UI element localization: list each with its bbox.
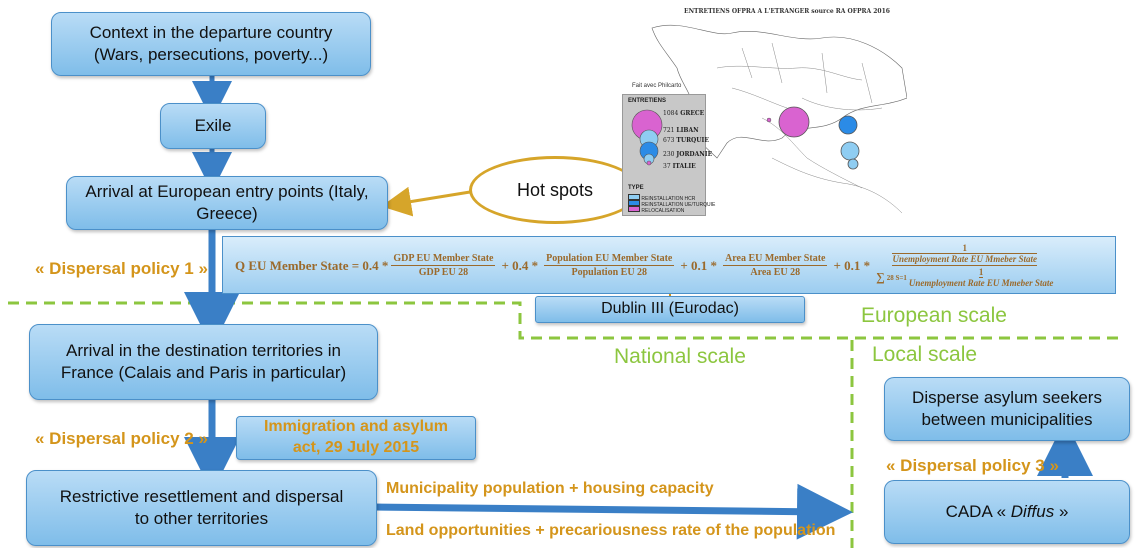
legend-type-3: RELOCALISATION (628, 206, 684, 214)
dublin-text: Dublin III (Eurodac) (601, 300, 739, 318)
legend-title: ENTRETIENS (628, 98, 667, 104)
dispersal-policy-1: « Dispersal policy 1 » (35, 259, 208, 278)
legend-circles (631, 109, 663, 166)
context-text: Context in the departure country (Wars, … (89, 22, 333, 64)
disperse-box: Disperse asylum seekers between municipa… (884, 377, 1130, 441)
local-scale-label: Local scale (872, 343, 978, 366)
legend-item-5: 37 ITALIE (663, 163, 696, 170)
arrow-hotspots (381, 186, 471, 217)
dashed-line-eu-left (8, 301, 1120, 340)
ofpra-map: ENTRETIENS OFPRA A L'ETRANGER source RA … (622, 8, 907, 218)
arrival-eu-box: Arrival at European entry points (Italy,… (66, 176, 388, 230)
disperse-text: Disperse asylum seekers between municipa… (912, 387, 1102, 429)
national-scale-label: National scale (614, 345, 746, 368)
formula-op2: + 0.1 * (680, 257, 718, 273)
dispersal-policy-3: « Dispersal policy 3 » (886, 456, 1059, 475)
context-box: Context in the departure country (Wars, … (51, 12, 371, 76)
map-title: ENTRETIENS OFPRA A L'ETRANGER source RA … (684, 8, 890, 15)
map-legend: ENTRETIENS 1084 GRECE 721 LIBAN 673 TURQ… (622, 94, 715, 216)
legend-type-title: TYPE (628, 185, 644, 191)
legend-item-1: 1084 GRECE (663, 110, 705, 117)
arrival-eu-text: Arrival at European entry points (Italy,… (85, 181, 369, 223)
formula-op3: + 0.1 * (833, 257, 871, 273)
cada-box: CADA « Diffus » (884, 480, 1130, 544)
map-circle-grece (778, 106, 810, 138)
legend-item-2: 721 LIBAN (663, 127, 699, 134)
map-graphic (651, 24, 907, 214)
arrival-destination-box: Arrival in the destination territories i… (29, 324, 378, 400)
legend-type-2: REINSTALLATION UE/TURQUIE (628, 200, 715, 208)
exile-box: Exile (160, 103, 266, 149)
dublin-box: Dublin III (Eurodac) (535, 296, 805, 323)
immigration-act-text: Immigration and asylum act, 29 July 2015 (263, 418, 449, 456)
hot-spots-ellipse: Hot spots (469, 156, 641, 224)
exile-text: Exile (194, 115, 232, 135)
criteria-line-1: Municipality population + housing capaci… (386, 480, 714, 497)
immigration-act-box: Immigration and asylum act, 29 July 2015 (236, 416, 476, 460)
quota-formula: Q EU Member State = 0.4 * GDP EU Member … (235, 243, 1053, 288)
cada-text: CADA « Diffus » (945, 501, 1069, 521)
formula-box: Q EU Member State = 0.4 * GDP EU Member … (222, 236, 1116, 294)
map-circle-jordanie (847, 158, 859, 170)
arrow-restrictive-cada (374, 483, 853, 540)
map-circle-italie (766, 117, 772, 123)
restrictive-box: Restrictive resettlement and dispersal t… (26, 470, 377, 546)
legend-item-3: 673 TURQUIE (663, 137, 709, 144)
formula-op1: + 0.4 * (501, 257, 539, 273)
legend-item-4: 230 JORDANIE (663, 151, 713, 158)
formula-lhs: Q EU Member State = 0.4 * (235, 257, 389, 273)
arrival-destination-text: Arrival in the destination territories i… (60, 340, 347, 382)
dispersal-policy-2: « Dispersal policy 2 » (35, 429, 208, 448)
european-scale-label: European scale (861, 304, 1007, 327)
restrictive-text: Restrictive resettlement and dispersal t… (59, 486, 344, 528)
map-circle-turquie (838, 115, 858, 135)
hot-spots-text: Hot spots (516, 179, 594, 200)
map-circle-liban (840, 141, 860, 161)
criteria-line-2: Land opportunities + precariousness rate… (386, 522, 836, 539)
map-credit: Fait avec Philcarto (632, 83, 682, 89)
legend-type-1: REINSTALLATION HCR (628, 194, 695, 202)
